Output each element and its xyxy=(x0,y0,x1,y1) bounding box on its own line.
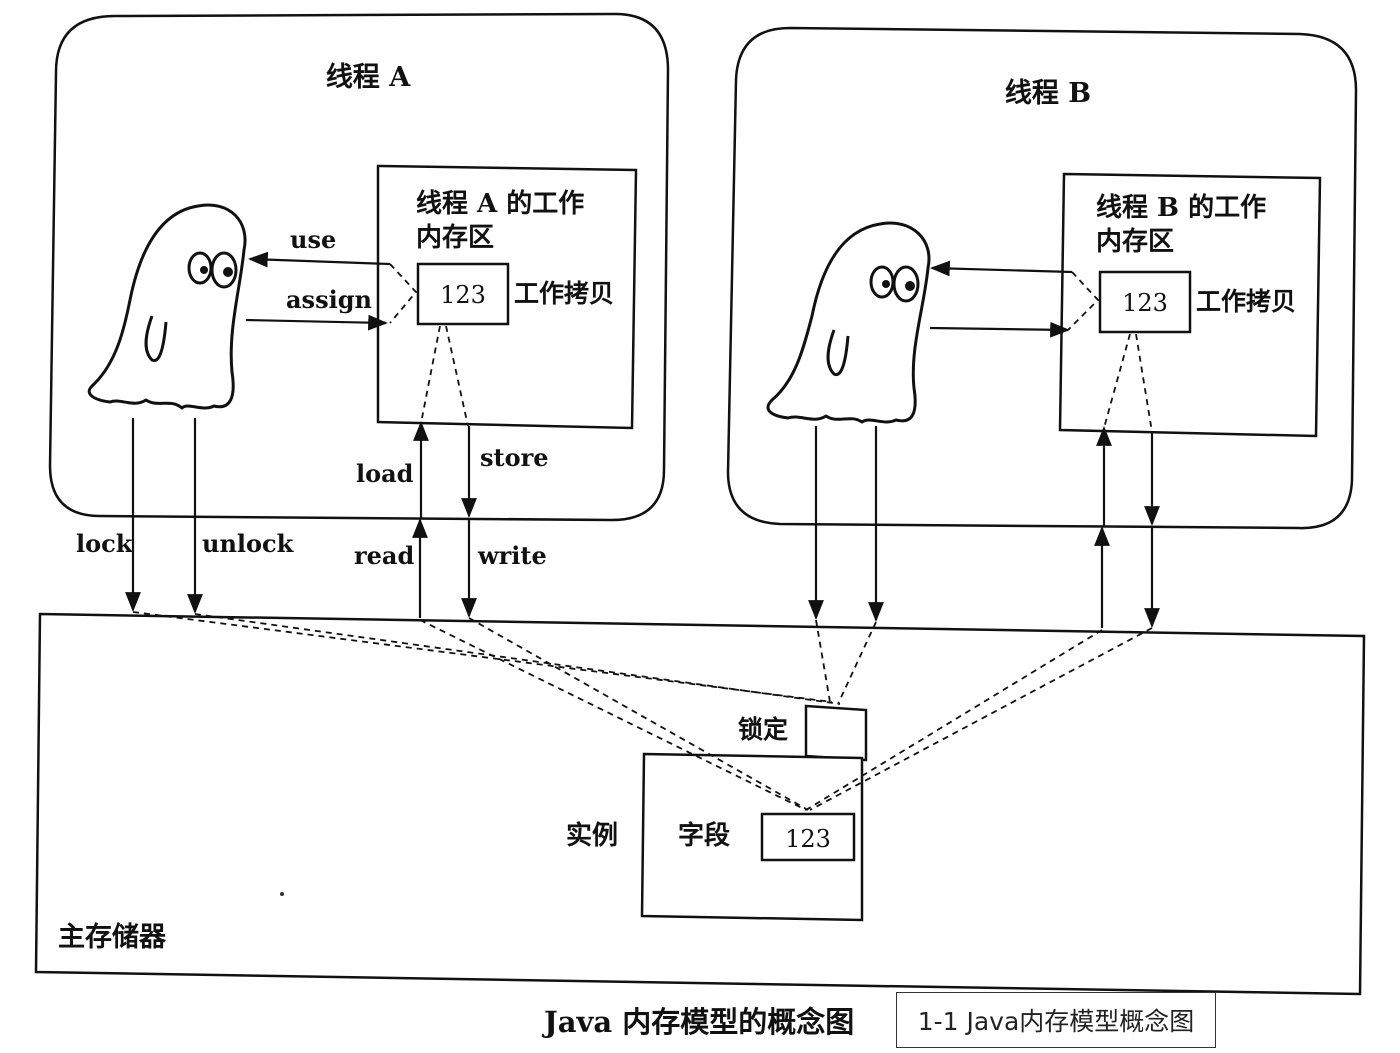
field-value: 123 xyxy=(785,825,831,853)
thread-b-ghost-icon xyxy=(766,221,931,424)
op-assign: assign xyxy=(286,285,372,314)
thread-b-work-area-label-1: 线程 B 的工作 xyxy=(1096,192,1266,223)
op-lock: lock xyxy=(76,529,134,558)
thread-a-copy-label: 工作拷贝 xyxy=(514,279,614,308)
op-unlock: unlock xyxy=(202,529,295,558)
op-load: load xyxy=(356,459,414,488)
thread-a-region xyxy=(48,12,670,522)
field-value-box xyxy=(760,812,856,862)
thread-b-copy-box xyxy=(1098,270,1192,334)
main-memory-label: 主存储器 xyxy=(58,922,167,953)
thread-a-copy-value: 123 xyxy=(440,281,486,309)
op-read: read xyxy=(354,541,414,570)
thread-a-work-area-label-2: 内存区 xyxy=(416,223,494,253)
op-store: store xyxy=(480,443,549,472)
instance-label: 实例 xyxy=(566,820,618,851)
instance-object: 锁定 实例 字段 123 xyxy=(566,704,868,922)
op-use: use xyxy=(290,225,336,254)
thread-b-work-area-label-2: 内存区 xyxy=(1096,227,1174,257)
thread-b-title: 线程 B xyxy=(1005,78,1091,109)
op-write: write xyxy=(477,541,547,570)
thread-b-copy-label: 工作拷贝 xyxy=(1196,287,1296,316)
figure-title: Java 内存模型的概念图 xyxy=(541,1005,854,1039)
thread-b-work-memory: 线程 B 的工作 内存区 123 工作拷贝 xyxy=(1058,172,1322,438)
thread-b-region xyxy=(726,26,1358,530)
thread-b-copy-value: 123 xyxy=(1122,289,1168,317)
thread-a-title: 线程 A xyxy=(326,62,411,93)
thread-a-work-memory: 线程 A 的工作 内存区 123 工作拷贝 xyxy=(376,164,638,430)
caption-badge: 1-1 Java内存模型概念图 xyxy=(896,992,1216,1048)
thread-a-copy-box xyxy=(416,262,510,326)
field-label: 字段 xyxy=(678,820,730,851)
lock-label: 锁定 xyxy=(738,715,788,744)
thread-a-work-area-label-1: 线程 A 的工作 xyxy=(416,188,584,219)
thread-a-ghost-icon xyxy=(87,203,247,410)
